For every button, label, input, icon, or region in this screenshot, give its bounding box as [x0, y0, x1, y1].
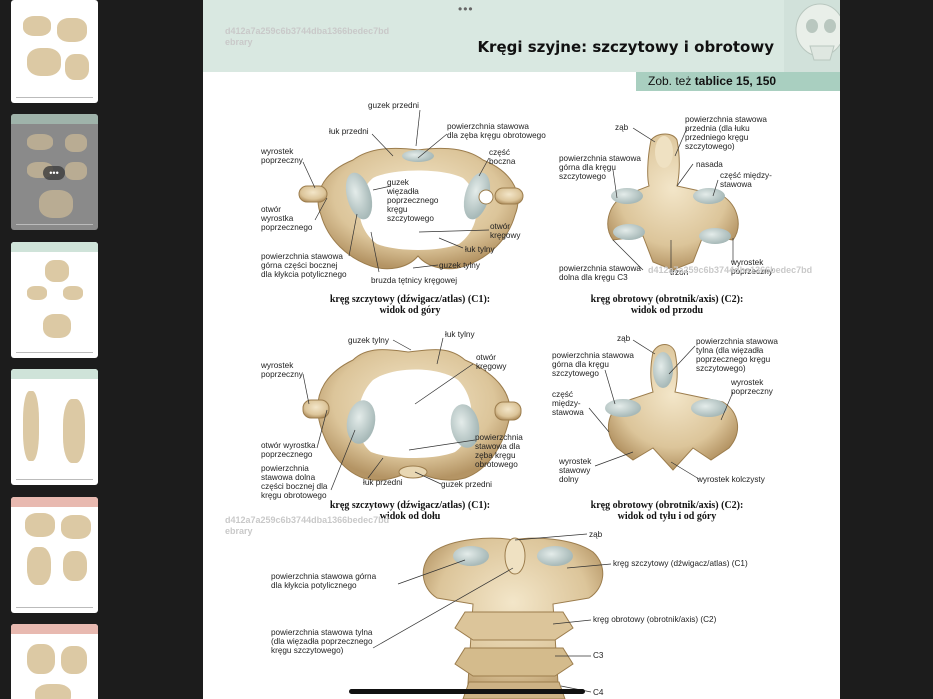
label-czesc-miedzy-c2-back: część między- stawowa [552, 390, 584, 417]
label-guzek-wiezadla: guzek więzadła poprzecznego kręgu szczyt… [387, 178, 439, 223]
label-pow-dolna-c2: powierzchnia stawowa dolna dla kręgu C3 [559, 264, 641, 282]
page-thumbnail-6[interactable] [11, 624, 98, 699]
label-wyrostek-poprz-c1-bottom: wyrostek poprzeczny [261, 361, 303, 379]
label-c4: C4 [593, 688, 604, 697]
label-wyrostek-poprz-c2-back: wyrostek poprzeczny [731, 378, 773, 396]
label-wyrostek-stawowy: wyrostek stawowy dolny [559, 457, 592, 484]
label-zab-articulated: ząb [589, 530, 603, 539]
label-otwor-kregowy-c1: otwór kręgowy [490, 222, 521, 240]
see-also-ref[interactable]: tablice 15, 150 [694, 74, 777, 88]
label-luk-tylny-c1-bottom: łuk tylny [445, 330, 475, 339]
articulated-vertebrae-view [422, 537, 604, 699]
label-nasada: nasada [696, 160, 723, 169]
label-wyrostek-poprz-c1: wyrostek poprzeczny [261, 147, 303, 165]
label-czesc-boczna-c1: część boczna [489, 148, 516, 166]
caption-fig4: kręg obrotowy (obrotnik/axis) (C2): wido… [590, 500, 744, 522]
label-bruzda: bruzda tętnicy kręgowej [371, 276, 458, 285]
label-luk-przedni-c1: łuk przedni [329, 127, 369, 136]
home-indicator[interactable] [349, 689, 585, 694]
more-options-icon[interactable]: ••• [458, 2, 474, 16]
label-kreg-szczytowy: kręg szczytowy (dźwigacz/atlas) (C1) [613, 559, 748, 568]
label-pow-gorna-articulated: powierzchnia stawowa górna dla kłykcia p… [271, 572, 377, 590]
page-thumbnail-4[interactable] [11, 369, 98, 485]
label-zab-c2-front: ząb [615, 123, 629, 132]
axis-back-view [605, 344, 738, 471]
label-guzek-tylny-c1-bottom: guzek tylny [348, 336, 389, 345]
thumbnail-sidebar[interactable]: ••• [0, 0, 110, 699]
page-thumbnail-5[interactable] [11, 497, 98, 613]
axis-front-view [607, 133, 739, 271]
label-kreg-obrotowy: kręg obrotowy (obrotnik/axis) (C2) [593, 615, 717, 624]
label-zab-c2-back: ząb [617, 334, 631, 343]
leader-lines [302, 109, 734, 693]
label-otwor-wyrostka-c1-bottom: otwór wyrostka poprzecznego [261, 441, 316, 459]
page-thumbnail-3[interactable] [11, 242, 98, 358]
label-pow-gorna-c2-front: powierzchnia stawowa górna dla kręgu szc… [559, 154, 641, 181]
label-wyrostek-poprz-c2-front: wyrostek poprzeczny [731, 258, 773, 276]
page-thumbnail-1[interactable] [11, 0, 98, 103]
label-pow-dolna-c1: powierzchnia stawowa dolna części boczne… [261, 464, 328, 500]
label-pow-zeba-c1-bottom: powierzchnia stawowa dla zęba kręgu obro… [475, 433, 523, 469]
label-guzek-tylny-c1: guzek tylny [439, 261, 480, 270]
page-header-band [203, 0, 840, 72]
page-title: Kręgi szyjne: szczytowy i obrotowy [477, 38, 774, 56]
label-luk-przedni-c1-bottom: łuk przedni [363, 478, 403, 487]
see-also-banner[interactable]: Zob. też tablice 15, 150 [636, 72, 840, 91]
label-pow-gorna-c2-back: powierzchnia stawowa górna dla kręgu szc… [552, 351, 634, 378]
atlas-top-view [298, 147, 524, 270]
label-guzek-przedni-c1: guzek przedni [368, 101, 419, 110]
label-otwor-wyrostka-c1: otwór wyrostka poprzecznego [261, 205, 313, 232]
caption-fig1: kręg szczytowy (dźwigacz/atlas) (C1): wi… [329, 294, 491, 316]
skull-icon [784, 0, 840, 72]
page-thumbnail-2[interactable]: ••• [11, 114, 98, 230]
label-c3: C3 [593, 651, 604, 660]
label-pow-zeba-c1: powierzchnia stawowa dla zęba kręgu obro… [447, 122, 546, 140]
anatomy-illustrations [298, 109, 739, 699]
watermark-3: d412a7a259c6b3744dba1366bedec7bd [648, 265, 813, 275]
label-pow-przednia: powierzchnia stawowa przednia (dla łuku … [685, 115, 767, 151]
label-wyrostek-kolczysty: wyrostek kolczysty [697, 475, 765, 484]
caption-fig3: kręg szczytowy (dźwigacz/atlas) (C1): wi… [329, 500, 491, 522]
see-also-prefix: Zob. też [648, 74, 695, 88]
label-pow-gorna-c1: powierzchnia stawowa górna części boczne… [261, 252, 347, 279]
label-luk-tylny-c1: łuk tylny [465, 245, 495, 254]
label-pow-tylna-c2: powierzchnia stawowa tylna (dla więzadła… [696, 337, 778, 373]
more-icon[interactable]: ••• [43, 166, 65, 180]
atlas-bottom-view [302, 349, 522, 481]
label-otwor-kregowy-c1-bottom: otwór kręgowy [476, 353, 507, 371]
label-czesc-miedzy-c2-front: część między- stawowa [720, 171, 772, 189]
label-pow-tylna-articulated: powierzchnia stawowa tylna (dla więzadła… [271, 628, 373, 655]
label-guzek-przedni-c1-bottom: guzek przedni [441, 480, 492, 489]
caption-fig2: kręg obrotowy (obrotnik/axis) (C2): wido… [590, 294, 744, 316]
label-trzon: trzon [670, 268, 689, 277]
